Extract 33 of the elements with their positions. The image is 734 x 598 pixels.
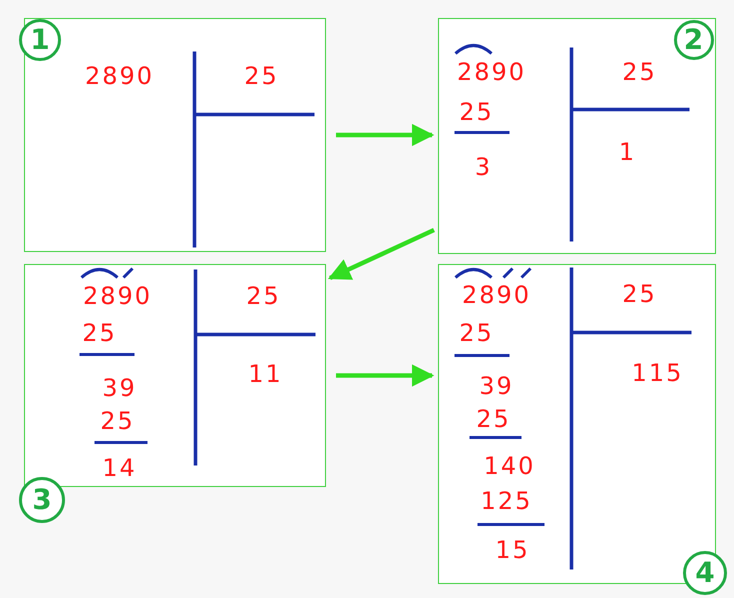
- step-panel: [24, 18, 326, 252]
- number: 25: [476, 406, 511, 430]
- number: 2890: [84, 64, 154, 88]
- step-number: 3: [19, 477, 65, 523]
- number: 1: [618, 140, 636, 164]
- number: 115: [632, 360, 684, 384]
- number: 25: [244, 64, 279, 88]
- number: 15: [495, 538, 530, 562]
- number: 11: [248, 362, 283, 386]
- number: 25: [100, 408, 135, 432]
- number: 2890: [462, 282, 532, 306]
- step-panel: [24, 264, 326, 487]
- number: 25: [459, 100, 494, 124]
- arrow: [336, 364, 434, 387]
- arrow: [336, 124, 434, 146]
- step-number: 2: [674, 20, 714, 60]
- number: 25: [622, 60, 657, 84]
- step-panel: [438, 264, 716, 584]
- number: 25: [82, 320, 117, 344]
- number: 14: [102, 456, 137, 480]
- arrow: [328, 228, 435, 280]
- number: 25: [459, 320, 494, 344]
- number: 39: [479, 374, 514, 398]
- number: 125: [480, 488, 532, 512]
- number: 3: [474, 154, 492, 178]
- number: 2890: [456, 60, 526, 84]
- step-number: 4: [683, 551, 727, 595]
- number: 25: [246, 284, 281, 308]
- number: 25: [622, 282, 657, 306]
- number: 2890: [82, 284, 152, 308]
- number: 140: [484, 454, 536, 478]
- step-panel: [438, 18, 716, 254]
- number: 39: [102, 376, 137, 400]
